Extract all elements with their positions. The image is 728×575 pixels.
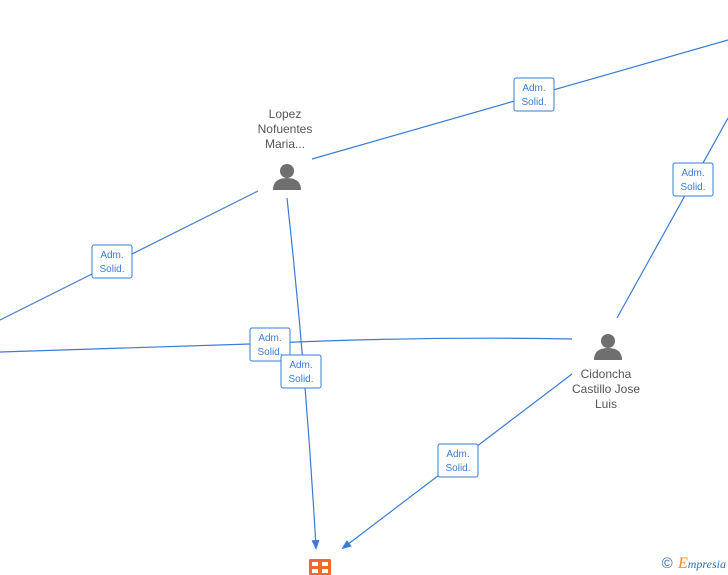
edges (0, 39, 728, 550)
edge-label-lopez-topright[interactable]: Adm. Solid. (513, 77, 555, 112)
edge-label-line: Solid. (445, 463, 470, 474)
edge-label-lopez-left[interactable]: Adm. Solid. (91, 244, 133, 279)
edge-label-line: Solid. (680, 182, 705, 193)
person-icon (273, 164, 301, 190)
edge-label-line: Solid. (99, 264, 124, 275)
edge-label-line: Adm. (446, 449, 469, 460)
edge-label-cidoncha-company[interactable]: Adm. Solid. (437, 443, 479, 478)
edge-label-line: Solid. (521, 97, 546, 108)
node-label-line: Luis (595, 397, 617, 411)
node-person-lopez[interactable]: Lopez Nofuentes Maria... (258, 107, 313, 190)
node-label-line: Maria... (265, 137, 305, 151)
edge-label-line: Solid. (257, 347, 282, 358)
node-label-line: Castillo Jose (572, 382, 640, 396)
edge-label-line: Adm. (258, 333, 281, 344)
edge-cidoncha-right (616, 117, 728, 319)
node-label-line: Lopez (269, 107, 302, 121)
edge-label-lopez-company[interactable]: Adm. Solid. (280, 354, 322, 389)
watermark: © Empresia (662, 555, 726, 573)
edge-label-line: Adm. (100, 250, 123, 261)
node-label-line: Nofuentes (258, 122, 313, 136)
edge-label-line: Solid. (288, 374, 313, 385)
edge-label-line: Adm. (522, 83, 545, 94)
edge-label-left-cidoncha[interactable]: Adm. Solid. (249, 327, 291, 362)
building-icon (309, 559, 331, 575)
edge-label-line: Adm. (681, 168, 704, 179)
person-icon (594, 334, 622, 360)
node-company[interactable] (309, 559, 331, 575)
brand-initial: E (677, 555, 688, 572)
edge-label-cidoncha-right[interactable]: Adm. Solid. (672, 162, 714, 197)
brand-name: mpresia (687, 557, 726, 571)
copyright-symbol: © (661, 555, 673, 572)
node-label-line: Cidoncha (581, 367, 632, 381)
node-person-cidoncha[interactable]: Cidoncha Castillo Jose Luis (572, 334, 640, 411)
edge-label-line: Adm. (289, 360, 312, 371)
